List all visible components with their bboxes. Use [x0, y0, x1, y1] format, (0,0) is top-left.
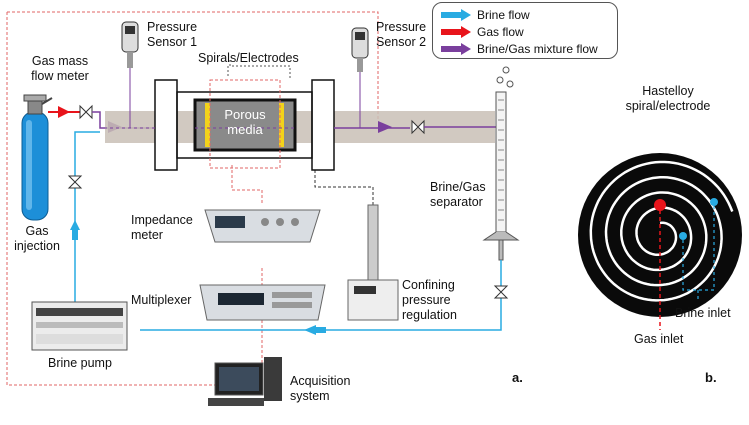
brine-arrow-up [70, 220, 80, 230]
label-pressure-sensor-2: Pressure Sensor 2 [376, 20, 426, 50]
separator-burette-icon [482, 66, 520, 261]
label-brine-inlet: Brine inlet [675, 306, 731, 320]
label-confining-pressure: Confining pressure regulation [402, 278, 457, 323]
label-line: Pressure [147, 20, 198, 34]
legend: Brine flow Gas flow Brine/Gas mixture fl… [432, 2, 618, 59]
label-line: flow meter [31, 69, 89, 83]
confining-pressure-pump-icon [347, 204, 399, 321]
impedance-meter-icon [204, 209, 321, 243]
core-holder [105, 79, 495, 171]
valve-gas-icon [79, 104, 93, 120]
legend-label-brine: Brine flow [477, 8, 530, 22]
label-line: spiral/electrode [625, 99, 711, 113]
label-hastelloy: Hastelloy spiral/electrode [612, 84, 724, 114]
pressure-sensor-2-icon [351, 27, 369, 72]
label-line: Brine/Gas [430, 180, 486, 194]
gas-flow-arrow [58, 106, 70, 118]
label-line: Gas [25, 224, 49, 238]
valve-brine-left-icon [67, 175, 83, 189]
valve-return-icon [493, 285, 509, 299]
legend-label-gas: Gas flow [477, 25, 524, 39]
brine-arrow-return [304, 325, 316, 335]
electrode-wire-red [231, 165, 263, 205]
mixture-arrow-out [378, 121, 392, 133]
label-line: Hastelloy [642, 84, 694, 98]
label-line: separator [430, 195, 483, 209]
label-impedance-meter: Impedance meter [131, 213, 193, 243]
gas-bottle-icon [21, 94, 53, 221]
panel-label-a: a. [512, 370, 523, 385]
confining-pressure-line [314, 160, 374, 205]
label-spirals-electrodes: Spirals/Electrodes [198, 51, 299, 65]
wiring-top [7, 11, 379, 120]
label-line: media [227, 122, 263, 137]
arrow-right-icon [441, 26, 471, 38]
label-multiplexer: Multiplexer [131, 293, 192, 307]
label-line: meter [131, 228, 163, 242]
arrow-right-icon [441, 9, 471, 21]
label-line: system [290, 389, 330, 403]
legend-label-mixture: Brine/Gas mixture flow [477, 42, 598, 56]
label-line: Impedance [131, 213, 193, 227]
brine-pump-icon [31, 301, 128, 351]
arrow-right-icon [441, 43, 471, 55]
label-line: Acquisition [290, 374, 351, 388]
label-porous-media: Porous media [205, 107, 285, 137]
panel-label-b: b. [705, 370, 717, 385]
brine-pipe-left [74, 131, 100, 302]
label-line: injection [14, 239, 60, 253]
label-line: Confining [402, 278, 455, 292]
label-acquisition-system: Acquisition system [290, 374, 350, 404]
label-brine-pump: Brine pump [48, 356, 112, 370]
label-line: Gas mass [31, 54, 89, 68]
valve-outlet-icon [411, 119, 425, 135]
label-pressure-sensor-1: Pressure Sensor 1 [147, 20, 197, 50]
label-gas-injection: Gas injection [2, 224, 72, 254]
label-line: pressure [402, 293, 451, 307]
label-line: Sensor 1 [147, 35, 198, 49]
computer-icon [208, 357, 282, 406]
brine-inlet-lines [682, 206, 715, 291]
label-line: Pressure [376, 20, 427, 34]
label-gas-inlet: Gas inlet [634, 332, 684, 346]
label-gas-mass-flow-meter: Gas mass flow meter [20, 54, 100, 84]
label-line: Porous [224, 107, 266, 122]
label-line: regulation [402, 308, 457, 322]
label-brine-gas-separator: Brine/Gas separator [430, 180, 486, 210]
electrode-bracket [227, 60, 291, 78]
label-line: Sensor 2 [376, 35, 427, 49]
data-wiring [6, 11, 379, 386]
multiplexer-icon [199, 284, 326, 321]
wiring-left-bottom [6, 12, 215, 386]
pressure-sensor-1-icon [121, 21, 139, 68]
